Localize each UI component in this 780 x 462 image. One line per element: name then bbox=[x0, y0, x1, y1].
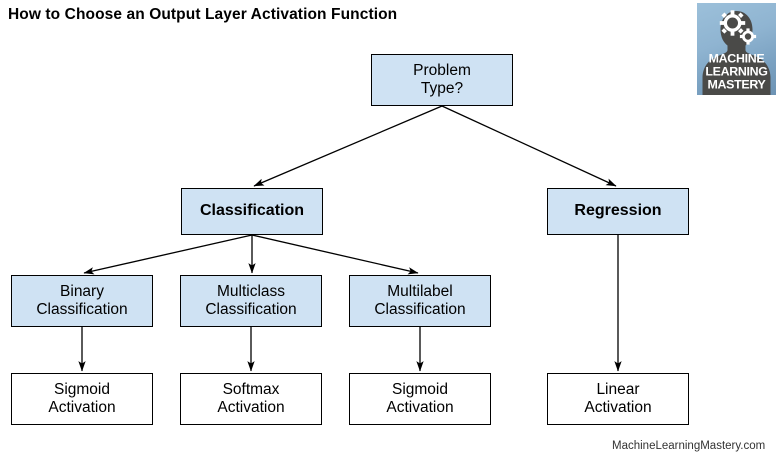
node-sigmoid-activation-binary[interactable]: Sigmoid Activation bbox=[11, 373, 153, 425]
footer-attribution: MachineLearningMastery.com bbox=[612, 440, 766, 452]
edge-problem-type-to-regression bbox=[441, 105, 617, 187]
gear-large-teeth-icon bbox=[719, 10, 746, 36]
edge-classification-to-binary bbox=[83, 234, 253, 275]
node-problem-type[interactable]: Problem Type? bbox=[371, 54, 513, 106]
logo-line-1: MACHINE bbox=[709, 52, 765, 66]
person-silhouette-icon bbox=[702, 11, 771, 95]
node-regression[interactable]: Regression bbox=[547, 188, 689, 235]
node-multiclass-classification[interactable]: Multiclass Classification bbox=[180, 275, 322, 327]
machine-learning-mastery-logo: MACHINE LEARNING MASTERY bbox=[697, 3, 776, 95]
node-multilabel-classification[interactable]: Multilabel Classification bbox=[349, 275, 491, 327]
edge-classification-to-multilabel bbox=[251, 234, 419, 275]
node-classification[interactable]: Classification bbox=[181, 188, 323, 235]
page-title: How to Choose an Output Layer Activation… bbox=[8, 6, 398, 23]
gear-large-icon bbox=[723, 14, 742, 32]
node-linear-activation[interactable]: Linear Activation bbox=[547, 373, 689, 425]
logo-line-3: MASTERY bbox=[707, 78, 766, 92]
gear-small-icon bbox=[742, 30, 755, 43]
logo-line-2: LEARNING bbox=[705, 65, 767, 79]
edge-problem-type-to-classification bbox=[253, 105, 443, 187]
gear-small-teeth-icon bbox=[739, 28, 757, 45]
node-sigmoid-activation-multilabel[interactable]: Sigmoid Activation bbox=[349, 373, 491, 425]
logo-artwork: MACHINE LEARNING MASTERY bbox=[702, 10, 771, 95]
node-softmax-activation[interactable]: Softmax Activation bbox=[180, 373, 322, 425]
node-binary-classification[interactable]: Binary Classification bbox=[11, 275, 153, 327]
